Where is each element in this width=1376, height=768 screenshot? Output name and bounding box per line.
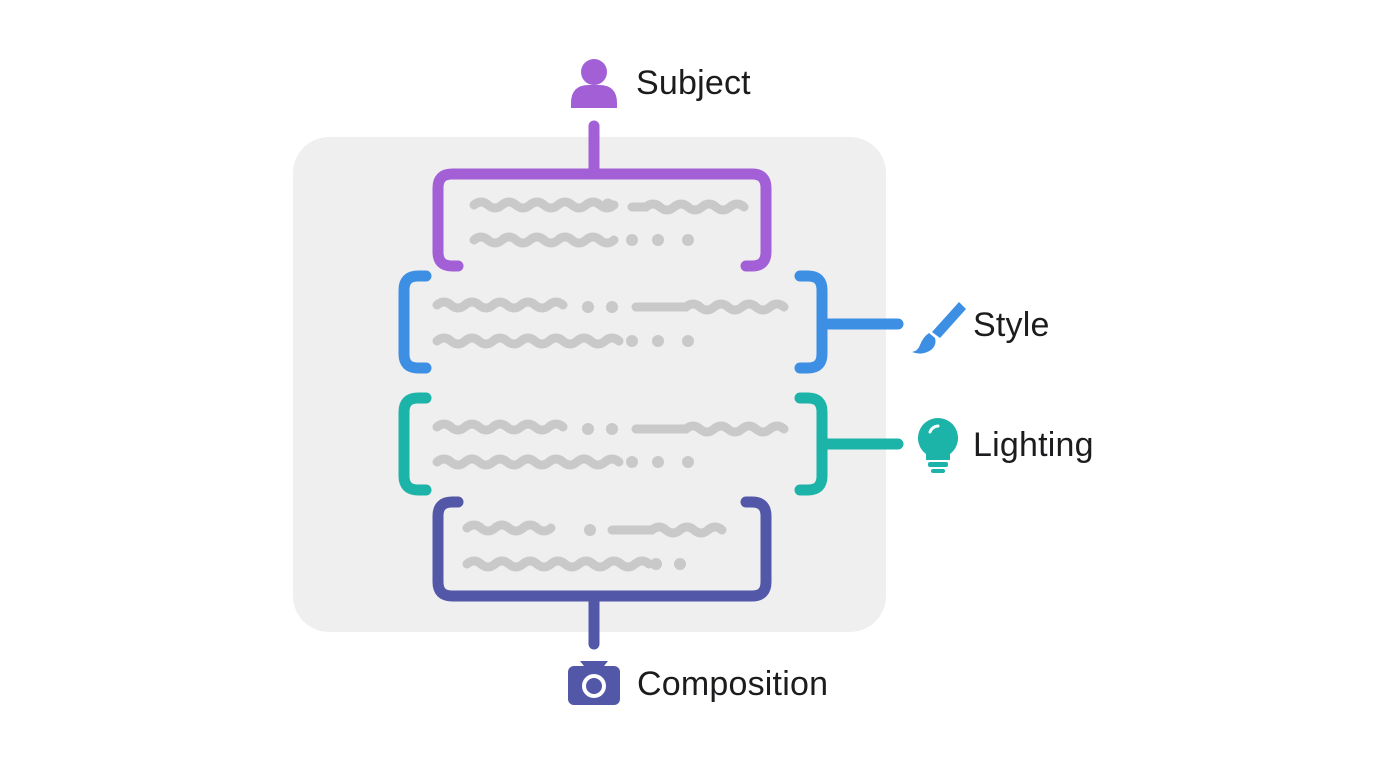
placeholder-text-lighting [432,419,789,470]
lighting-label: Lighting [973,426,1094,464]
subject-bracket [432,120,772,272]
paintbrush-icon [912,302,966,354]
person-icon [571,59,617,108]
prompt-panel [293,137,886,632]
lightbulb-icon [918,418,959,473]
camera-icon [568,661,620,705]
style-bracket [398,270,904,374]
lighting-bracket [398,392,904,496]
placeholder-text-composition [462,520,727,572]
composition-bracket [432,496,772,650]
style-label: Style [973,306,1050,344]
placeholder-text-style [432,297,789,349]
composition-label: Composition [637,665,829,703]
subject-label: Subject [636,64,751,102]
